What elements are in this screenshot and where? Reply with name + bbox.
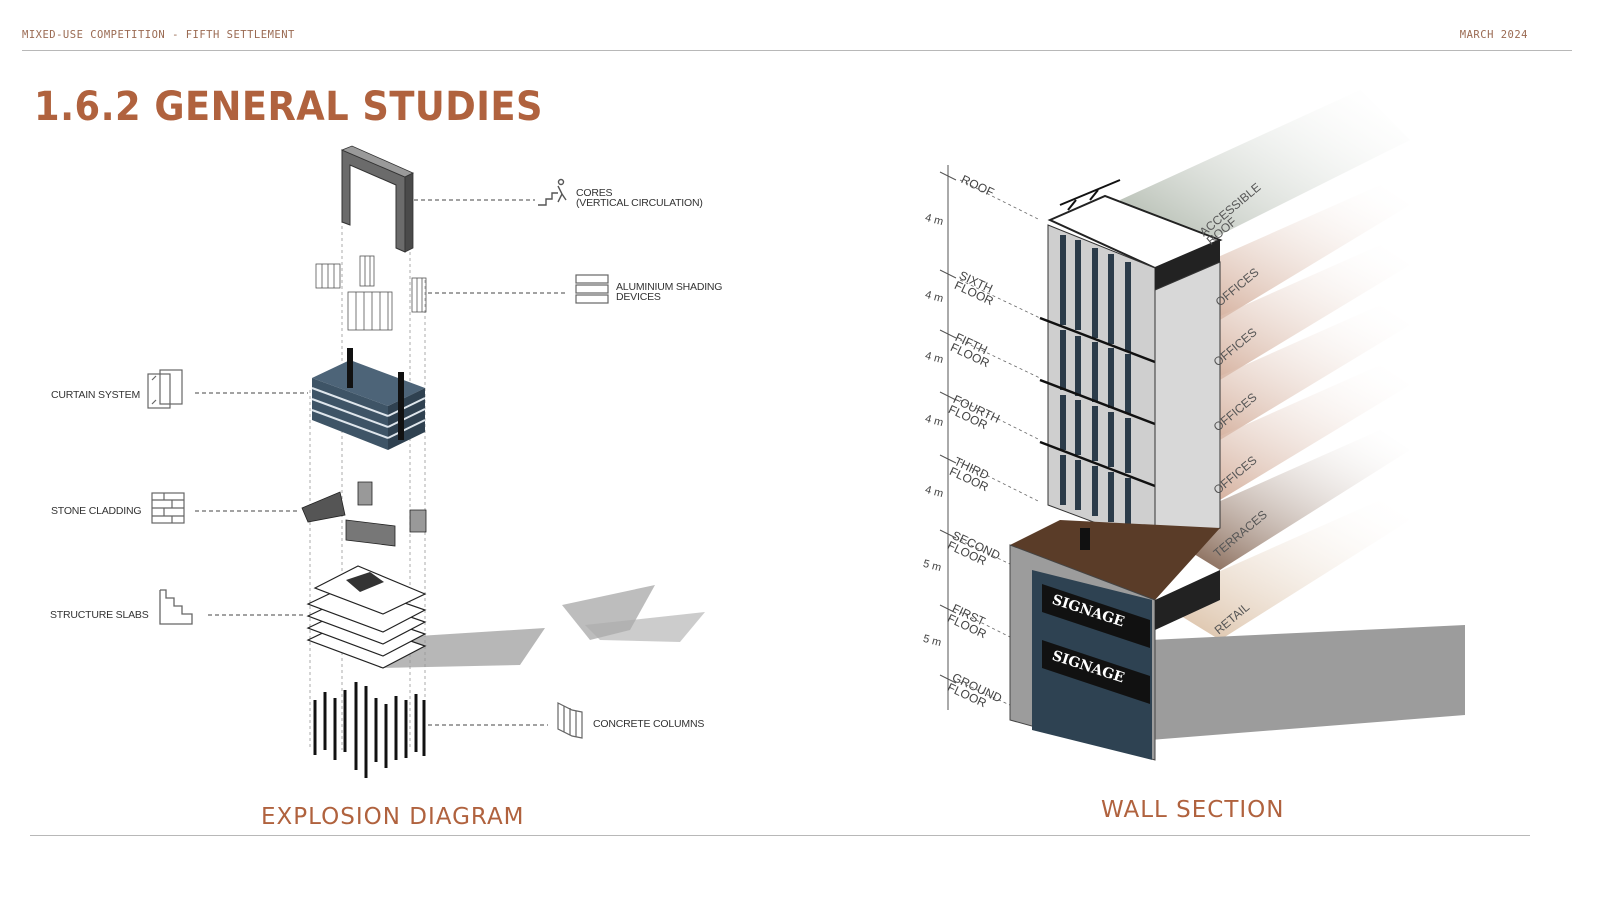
wall-section-tower	[1039, 179, 1223, 556]
core-frame	[340, 145, 414, 253]
structure-slabs	[306, 565, 705, 669]
header-divider	[22, 50, 1572, 51]
stairs-person-icon	[538, 178, 567, 206]
brick-icon	[151, 492, 185, 524]
label-structure-slabs: STRUCTURE SLABS	[50, 609, 149, 621]
label-curtain-system: CURTAIN SYSTEM	[51, 389, 140, 401]
header-project-title: MIXED-USE COMPETITION - FIFTH SETTLEMENT	[22, 29, 295, 41]
stacked-slabs-icon	[159, 589, 193, 625]
label-cores: CORES (VERTICAL CIRCULATION)	[576, 187, 703, 209]
footer-divider	[30, 835, 1530, 836]
stone-cladding	[301, 481, 427, 547]
label-stone-cladding: STONE CLADDING	[51, 505, 142, 517]
header-date: MARCH 2024	[1459, 29, 1528, 41]
columns-icon	[557, 702, 583, 739]
caption-explosion-diagram: EXPLOSION DIAGRAM	[261, 804, 525, 830]
wall-section-podium	[1009, 520, 1220, 761]
shading-devices	[315, 255, 427, 331]
shading-louver-icon	[575, 274, 609, 304]
caption-wall-section: WALL SECTION	[1101, 797, 1285, 823]
concrete-columns	[313, 682, 426, 778]
label-aluminium-shading: ALUMINIUM SHADING DEVICES	[616, 281, 723, 303]
label-concrete-columns: CONCRETE COLUMNS	[593, 718, 705, 730]
glass-panel-icon	[147, 369, 183, 409]
page-title: 1.6.2 GENERAL STUDIES	[34, 84, 543, 130]
curtain-system	[311, 348, 426, 450]
